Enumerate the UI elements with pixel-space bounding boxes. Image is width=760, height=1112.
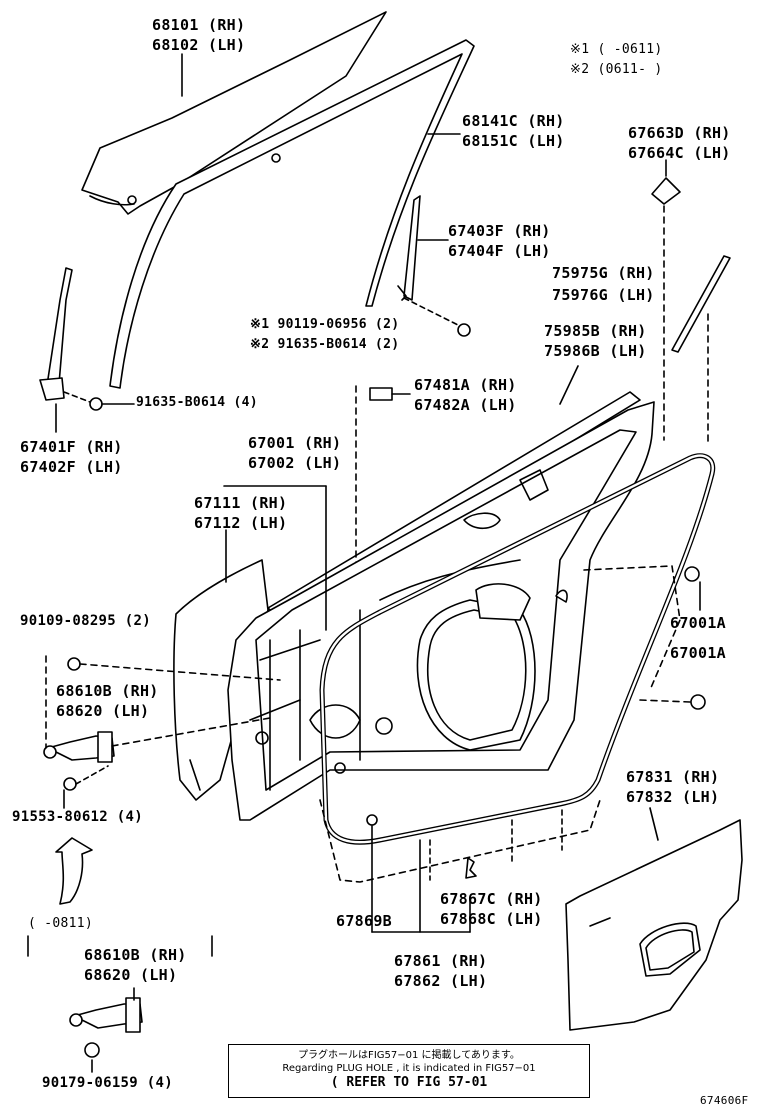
figure-id: 674606F	[700, 1094, 749, 1107]
front-lower-frame	[39, 267, 73, 401]
inset-range: ( -0811)	[28, 916, 94, 931]
door-weatherstrip	[319, 453, 716, 845]
label-90179: 90179-06159 (4)	[42, 1075, 173, 1091]
label-67862: 67862 (LH)	[394, 972, 488, 990]
label-91635-b: 91635-B0614 (4)	[136, 395, 258, 410]
note-line-jp: プラグホールはFIG57−01 に掲載してあります。	[298, 1050, 520, 1061]
label-67112: 67112 (LH)	[194, 514, 288, 532]
label-68101: 68101 (RH)	[152, 16, 246, 34]
label-67403f: 67403F (RH)	[448, 222, 551, 240]
label-67867c: 67867C (RH)	[440, 890, 543, 908]
label-91635-a: ※2 91635-B0614 (2)	[250, 337, 400, 352]
glass-run-channel	[109, 39, 475, 389]
label-67401f: 67401F (RH)	[20, 438, 123, 456]
label-90109: 90109-08295 (2)	[20, 613, 151, 629]
label-68141c: 68141C (RH)	[462, 112, 565, 130]
inset-door-check	[69, 997, 143, 1058]
label-68620: 68620 (LH)	[56, 702, 150, 720]
label-67481a: 67481A (RH)	[414, 376, 517, 394]
plug-hole-note: プラグホールはFIG57−01 に掲載してあります。 Regarding PLU…	[228, 1044, 590, 1098]
label-67861: 67861 (RH)	[394, 952, 488, 970]
label-67664c: 67664C (LH)	[628, 144, 731, 162]
note-line-refer: ( REFER TO FIG 57-01	[330, 1075, 488, 1090]
outer-door-panel	[173, 559, 269, 801]
label-67002: 67002 (LH)	[248, 454, 342, 472]
outer-garnish	[671, 255, 731, 353]
service-hole-cover	[565, 819, 743, 1031]
note-line-en: Regarding PLUG HOLE , it is indicated in…	[282, 1063, 536, 1074]
label-67111: 67111 (RH)	[194, 494, 288, 512]
label-67869b: 67869B	[336, 912, 392, 930]
front-arrow-icon	[55, 837, 93, 905]
label-90119: ※1 90119-06956 (2)	[250, 317, 400, 332]
door-frame	[227, 401, 655, 821]
label-67001a-lower: 67001A	[670, 644, 726, 662]
label-67831: 67831 (RH)	[626, 768, 720, 786]
label-68151c: 68151C (LH)	[462, 132, 565, 150]
label-68610b: 68610B (RH)	[56, 682, 159, 700]
label-68102: 68102 (LH)	[152, 36, 246, 54]
label-67404f: 67404F (LH)	[448, 242, 551, 260]
legend-note-2: ※2 (0611- )	[570, 62, 663, 77]
label-67001: 67001 (RH)	[248, 434, 342, 452]
label-75975g: 75975G (RH)	[552, 264, 655, 282]
division-bar	[397, 195, 421, 301]
mirror-corner-cover	[651, 177, 681, 205]
legend-note-1: ※1 ( -0611)	[570, 42, 663, 57]
label-67663d: 67663D (RH)	[628, 124, 731, 142]
inset-label-68610b: 68610B (RH)	[84, 946, 187, 964]
inset-label-68620: 68620 (LH)	[84, 966, 178, 984]
label-75976g: 75976G (LH)	[552, 286, 655, 304]
label-67402f: 67402F (LH)	[20, 458, 123, 476]
door-check	[43, 731, 115, 763]
label-67832: 67832 (LH)	[626, 788, 720, 806]
label-75985b: 75985B (RH)	[544, 322, 647, 340]
door-glass	[81, 11, 387, 215]
label-67482a: 67482A (LH)	[414, 396, 517, 414]
label-91553: 91553-80612 (4)	[12, 809, 143, 825]
label-75986b: 75986B (LH)	[544, 342, 647, 360]
label-67001a-upper: 67001A	[670, 614, 726, 632]
label-67868c: 67868C (LH)	[440, 910, 543, 928]
